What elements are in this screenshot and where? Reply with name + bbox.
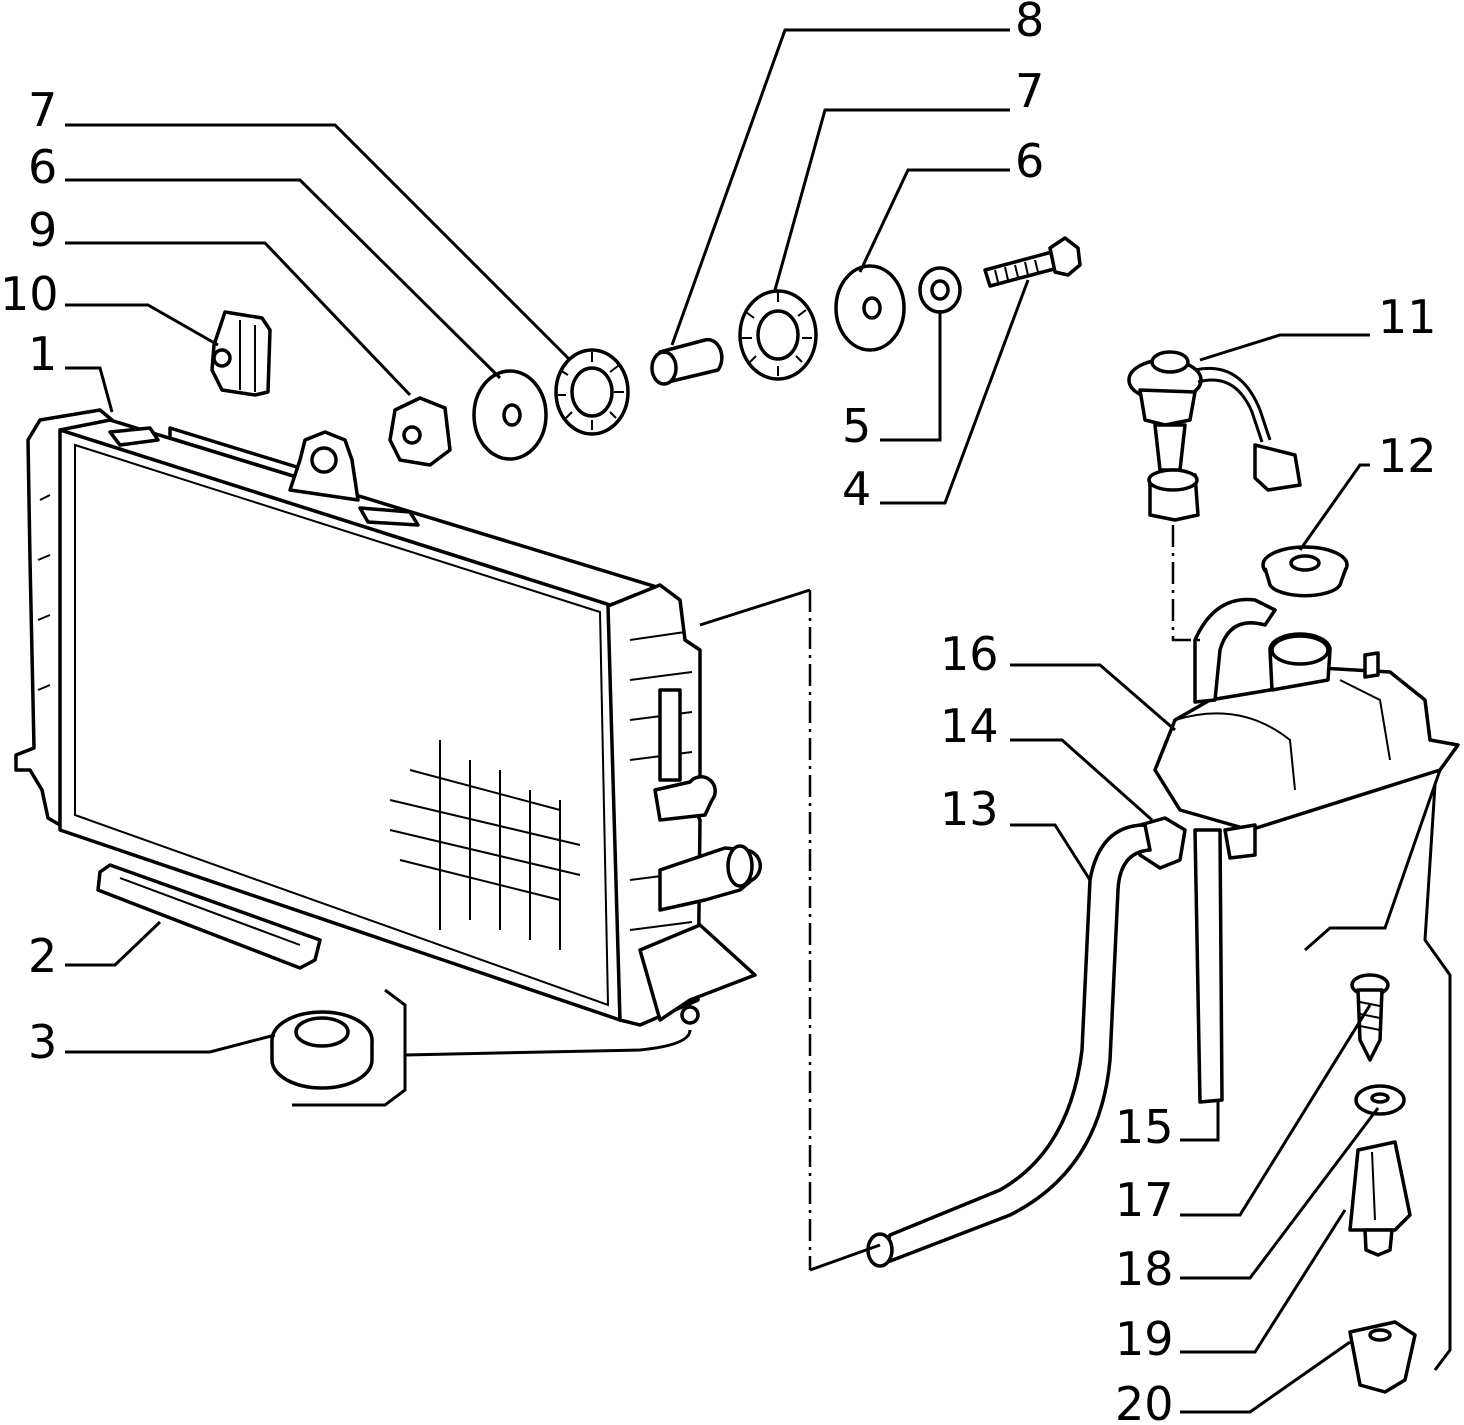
callout-12: 12: [1378, 429, 1437, 483]
callout-3: 3: [28, 1015, 57, 1069]
bushing-part-7-left: [554, 348, 630, 436]
rubber-ring-part-3: [270, 1010, 374, 1090]
hose-part-13: [866, 823, 1152, 1268]
washer-part-18: [1354, 1084, 1406, 1116]
callout-6: 6: [28, 140, 57, 194]
bracket-line-part-3: [292, 988, 407, 1107]
callout-4: 4: [842, 462, 871, 516]
callout-11: 11: [1378, 290, 1437, 344]
callout-17: 17: [1115, 1173, 1174, 1227]
callout-19: 19: [1115, 1312, 1174, 1366]
callout-10: 10: [0, 267, 59, 321]
screw-part-17: [1350, 973, 1390, 1062]
foam-strip-part-2: [96, 863, 322, 970]
radiator: [14, 408, 762, 1027]
callout-6: 6: [1015, 134, 1044, 188]
expansion-tank-part-16: [1153, 597, 1460, 860]
callout-18: 18: [1115, 1242, 1174, 1296]
callout-9: 9: [28, 203, 57, 257]
level-sensor-part-11: [1127, 350, 1302, 522]
clip-nut-part-20: [1348, 1320, 1417, 1394]
callout-15: 15: [1115, 1100, 1174, 1154]
callout-13: 13: [940, 782, 999, 836]
callout-1: 1: [28, 327, 57, 381]
callout-20: 20: [1115, 1377, 1174, 1425]
callout-16: 16: [940, 627, 999, 681]
assembly-line-hose-bottom: [809, 1243, 881, 1272]
callout-7: 7: [1015, 64, 1044, 118]
clip-part-10: [210, 310, 272, 397]
assembly-line-hose-top: [699, 588, 811, 627]
assembly-line-sensor: [1171, 525, 1200, 642]
callout-5: 5: [842, 399, 871, 453]
leader-lines: [65, 28, 1380, 1414]
filler-cap-part-12: [1261, 545, 1349, 598]
bolt-part-4: [983, 236, 1082, 288]
leader-tank: [1304, 769, 1442, 952]
washer-part-6-right: [834, 264, 906, 352]
callout-7: 7: [28, 83, 57, 137]
bracket-line-part-3b: [404, 1029, 692, 1057]
hose-part-15: [1193, 828, 1224, 1104]
washer-part-5: [918, 266, 962, 314]
bracket-line-fasteners: [1423, 784, 1452, 1371]
bushing-part-7-right: [738, 289, 818, 381]
callout-8: 8: [1015, 0, 1044, 47]
nut-part-9: [388, 396, 452, 467]
callout-14: 14: [940, 699, 999, 753]
plug-part-19: [1348, 1140, 1412, 1257]
hose-clamp-part-14: [1138, 816, 1187, 870]
washer-part-6-left: [472, 369, 548, 461]
callout-2: 2: [28, 929, 57, 983]
sleeve-part-8: [650, 337, 724, 386]
